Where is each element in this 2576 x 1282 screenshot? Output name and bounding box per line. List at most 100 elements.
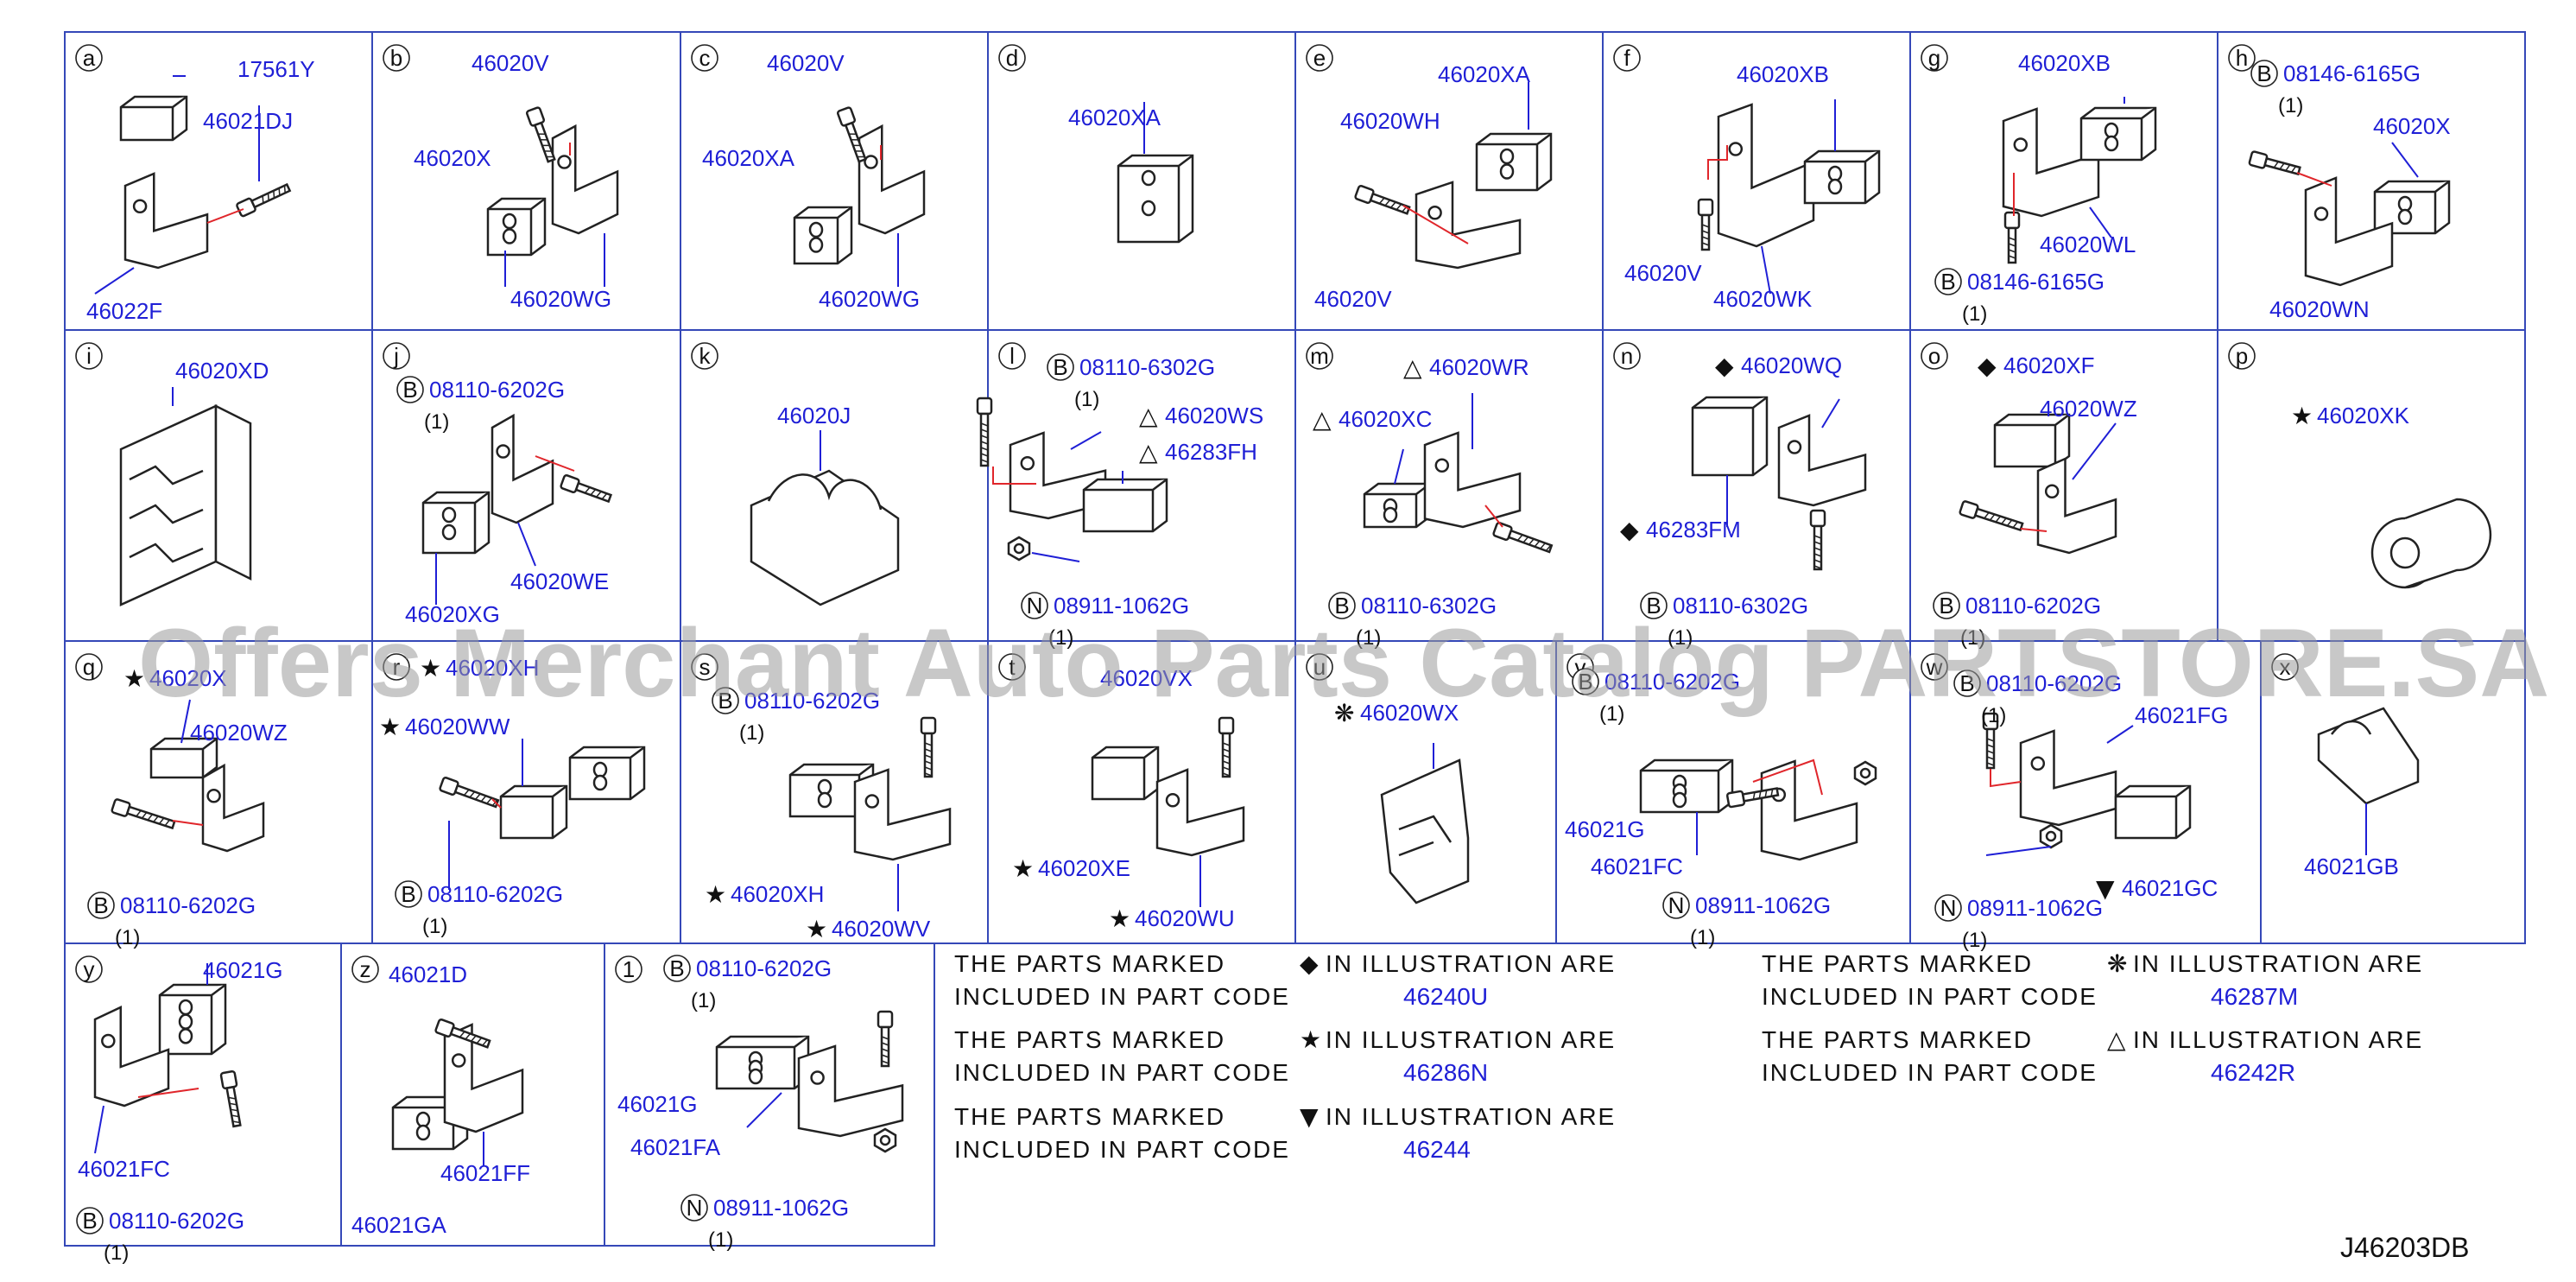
part-label: ★46020WV [806, 915, 931, 943]
cell-letter: m [1310, 343, 1329, 369]
part-label: ▼46021GC [2096, 874, 2218, 903]
cell-letter-circle [75, 653, 103, 681]
cell-p: p★46020XK [2228, 342, 2410, 430]
cell-grid [64, 31, 2526, 1247]
part-number: 08110-6302G [1079, 354, 1215, 380]
bracket [853, 768, 952, 861]
note-text: THE PARTS MARKED [954, 1026, 1225, 1053]
part-label: 46020WZ [2040, 396, 2137, 422]
bolt [1218, 716, 1235, 778]
quantity: (1) [708, 1228, 733, 1252]
bolt [1725, 787, 1780, 809]
cell-letter: z [360, 956, 371, 982]
circle-letter-badge [76, 1207, 104, 1234]
assembly-line [172, 820, 204, 826]
part-number: 46021DJ [203, 108, 293, 134]
bracket [2304, 176, 2394, 287]
part-label: 46021FF [440, 1160, 530, 1186]
cell-border-1 [604, 942, 935, 1247]
circle-letter-badge [663, 955, 691, 982]
part-label: 46021D [389, 962, 467, 987]
bracket [1777, 414, 1867, 507]
cell-letter-circle [75, 342, 103, 370]
part-label: 46020XB [2018, 50, 2111, 76]
part-number: 46020X [2373, 113, 2451, 139]
part-number: 46020WX [1360, 700, 1459, 726]
cell-letter-circle [615, 955, 642, 983]
nut [2039, 823, 2063, 849]
part-number: 46020XK [2317, 403, 2410, 428]
part-number: 46020WN [2269, 296, 2370, 322]
circle-letter: B [1939, 593, 1953, 619]
mark-symbol: ❋ [1334, 699, 1354, 727]
rubber-block [788, 763, 875, 818]
cell-letter-circle [998, 44, 1026, 72]
diagram-code: J46203DB [2340, 1232, 2469, 1263]
cell-border-x [2260, 640, 2526, 944]
circle-letter-badge [395, 880, 422, 908]
leader-line [1761, 245, 1771, 295]
quantity: (1) [1962, 302, 1987, 326]
bolt [1697, 198, 1714, 251]
cell-letter-circle [1306, 653, 1333, 681]
cell-letter: d [1006, 45, 1018, 71]
assembly-line [2296, 172, 2332, 187]
assembly-line [2020, 528, 2048, 532]
mark-symbol: △ [1313, 405, 1332, 434]
assembly-line [137, 1088, 199, 1098]
cell-letter-circle [1306, 342, 1333, 370]
part-number: 08911-1062G [1054, 593, 1189, 619]
part-number: 17561Y [237, 56, 315, 82]
note-mark: △ [2107, 1025, 2126, 1054]
circle-letter-badge [680, 1194, 708, 1222]
rubber-block [1117, 154, 1194, 244]
cell-letter-circle [691, 342, 718, 370]
nut [1007, 536, 1031, 562]
rubber-block [1993, 413, 2071, 468]
rubber-block [568, 746, 646, 801]
cell-letter: a [83, 45, 96, 71]
marking-note: THE PARTS MARKED△IN ILLUSTRATION AREINCL… [1762, 1025, 2421, 1086]
leader-line [1070, 431, 1102, 450]
circle-letter: B [2256, 60, 2271, 86]
cell-border-a [64, 31, 373, 331]
part-label: 46020WG [510, 286, 611, 312]
quantity: (1) [2278, 94, 2303, 117]
mark-symbol: ◆ [1620, 516, 1639, 544]
part-label: 46020V [767, 50, 845, 76]
circle-letter-badge [1640, 592, 1668, 619]
cell-border-p [2217, 329, 2526, 642]
part-number: 46020WR [1429, 354, 1529, 380]
cell-letter-circle [2271, 653, 2299, 681]
mark-symbol: ◆ [1715, 352, 1734, 380]
cell-letter: k [699, 343, 712, 369]
bolt [2003, 211, 2021, 264]
circle-letter: B [93, 892, 108, 918]
note-text: INCLUDED IN PART CODE [1762, 1059, 2098, 1086]
leader-line [2072, 422, 2117, 480]
assembly-line [206, 208, 244, 224]
mark-symbol: ★ [705, 880, 726, 909]
cell-letter-circle [998, 342, 1026, 370]
part-number: 46021FC [1591, 854, 1683, 879]
part-label: 46021G [203, 957, 283, 983]
marking-note: THE PARTS MARKED❋IN ILLUSTRATION AREINCL… [1762, 949, 2421, 1010]
mark-symbol: ★ [806, 915, 827, 943]
part-number: 08110-6302G [1361, 593, 1497, 619]
note-text: THE PARTS MARKED [954, 1103, 1225, 1130]
cell-letter: u [1313, 654, 1326, 680]
circle-letter: N [1940, 895, 1957, 921]
note-text: THE PARTS MARKED [1762, 950, 2033, 977]
part-label: 46021FG [2135, 702, 2228, 728]
rubber-block [486, 197, 547, 257]
